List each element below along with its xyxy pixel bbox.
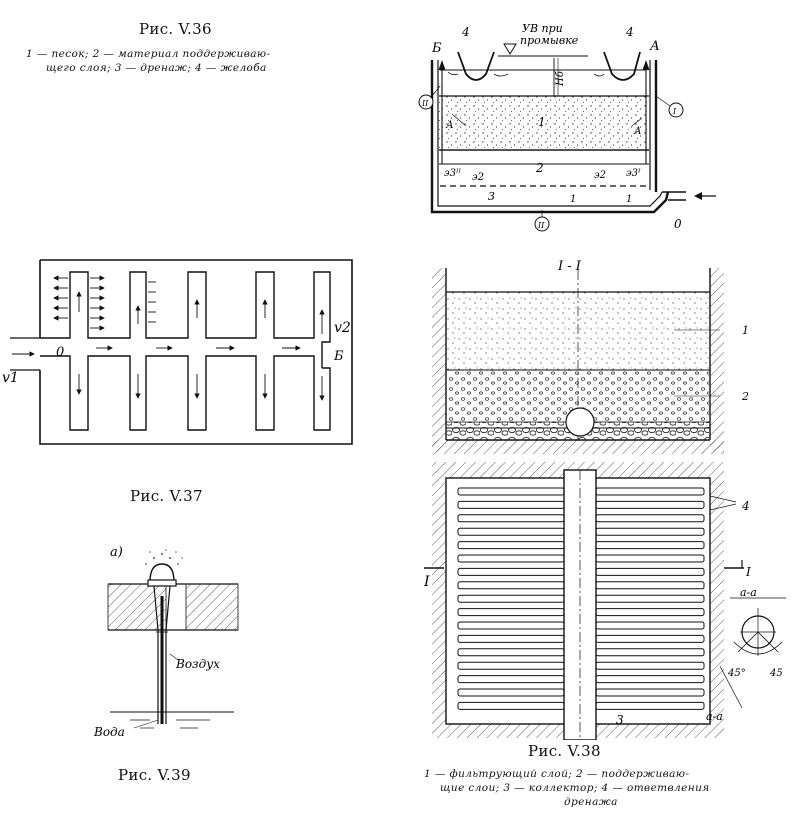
fig38-label-four: 4 [741,499,750,513]
fig36-label-n1-mid: 1 [570,194,576,205]
fig36-label-a1-left: А [445,120,454,131]
fig38-label-roman-right: I [745,565,751,579]
fig36-label-uv2: промывке [520,34,579,47]
fig36-legend-line1: 1 — песок; 2 — материал поддерживаю- [26,48,271,60]
fig37-distribution-diagram: 0 Б v1 v2 [2,259,353,445]
fig38-label-section: I - I [557,259,582,274]
fig37-label-b: Б [333,349,344,364]
fig38-legend-line2: щие слои; 3 — коллектор; 4 — ответвления [440,782,710,794]
fig36-label-h: Hб [555,70,566,87]
fig36-label-one: 1 [538,115,546,129]
fig38-label-one: 1 [742,324,749,337]
fig39-caption: Рис. V.39 [118,766,191,784]
fig38-caption: Рис. V.38 [528,742,601,760]
fig36-label-a1-right: А [633,126,642,137]
fig38-label-deg-right: 45 [769,668,783,679]
fig38-legend-line1: 1 — фильтрующий слой; 2 — поддерживаю- [424,768,690,780]
fig36-label-rom1-right: I [672,107,677,116]
fig38-label-aa-bottom: a-a [706,710,723,723]
fig39-label-a: а) [110,545,123,560]
fig36-label-a: А [649,39,660,54]
fig38-label-three: 3 [616,713,624,727]
fig37-label-v2: v2 [334,320,351,336]
fig37-caption: Рис. V.37 [130,487,203,505]
fig36-label-n2-left: э2 [472,172,484,183]
fig38-drainage-diagram: I - I 1 2 4 I I 3 a-a a-a 45° 45 [424,259,786,740]
fig36-label-b: Б [431,41,442,56]
fig36-label-four-right: 4 [625,25,634,39]
fig36-label-n2-right: э2 [594,170,606,181]
fig36-label-n1-right: 1 [626,194,632,205]
fig38-label-two: 2 [741,390,749,403]
fig36-caption: Рис. V.36 [139,20,212,38]
fig39-nozzle-diagram: а) Воздух Вода [93,545,239,739]
fig36-label-n3i: э3ᴵ [626,168,641,179]
fig36-label-n3ii: э3ᴵᴵ [444,168,461,179]
fig39-label-air: Воздух [175,657,220,671]
fig36-filter-diagram: Б А 4 4 УВ при промывке Hб II I II 1 2 3… [418,22,716,232]
fig37-label-v1: v1 [2,370,19,386]
fig36-label-four-left: 4 [461,25,470,39]
fig37-label-zero: 0 [56,345,64,360]
fig38-legend-line3: дренажа [564,796,618,808]
fig36-legend-line2: щего слоя; 3 — дренаж; 4 — желоба [46,62,267,74]
fig36-label-rom2-left: II [421,99,429,108]
fig36-label-zero: 0 [674,217,682,231]
fig36-label-uv1: УВ при [522,22,563,35]
fig36-label-rom2-bottom: II [537,221,545,230]
fig39-label-water: Вода [93,725,125,739]
fig38-label-aa-top: a-a [740,586,757,599]
fig38-label-roman-left: I [424,574,430,590]
fig36-label-two: 2 [535,161,544,175]
fig36-label-three: 3 [488,190,495,203]
fig38-label-deg-left: 45° [727,668,746,679]
